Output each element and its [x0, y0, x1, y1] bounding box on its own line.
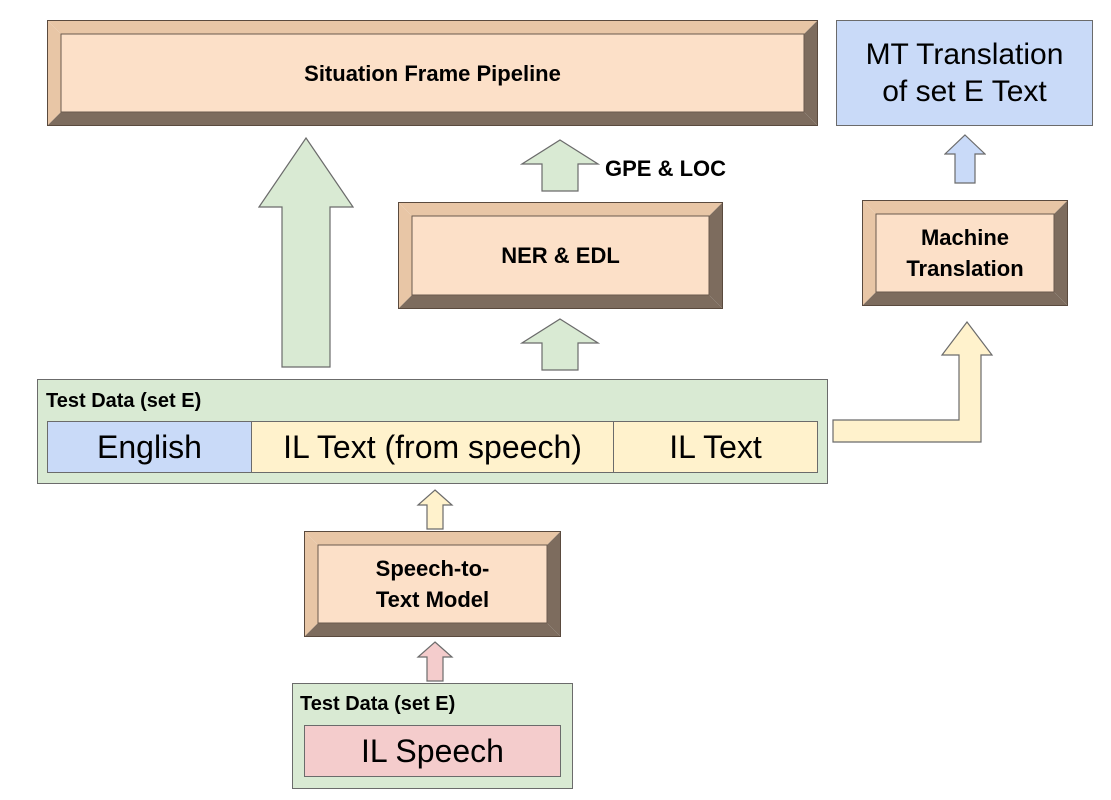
test-data-main-title: Test Data (set E): [46, 390, 202, 412]
up-arrow-to-ner-edl: [520, 318, 600, 371]
test-data-speech-title: Test Data (set E): [300, 693, 456, 715]
cell-english: English: [47, 421, 252, 473]
cell-il-speech: IL Speech: [304, 725, 561, 777]
bevel-frame: [304, 531, 561, 637]
cell-il-text: IL Text: [613, 421, 818, 473]
up-arrow-to-situation-frame: [258, 137, 354, 368]
bevel-frame: [47, 20, 818, 126]
ner-edl-box: NER & EDL: [398, 202, 723, 309]
cell-il-text-from-speech: IL Text (from speech): [251, 421, 614, 473]
machine-translation-label: Machine Translation: [906, 225, 1024, 281]
ner-edl-label: NER & EDL: [501, 243, 620, 268]
speech-to-text-box: Speech-to- Text Model: [304, 531, 561, 637]
bevel-frame: [862, 200, 1068, 306]
mt-translation-box: [836, 20, 1093, 126]
up-arrow-from-speech-to-text: [416, 489, 454, 530]
speech-to-text-label: Speech-to- Text Model: [375, 556, 490, 612]
gpe-loc-label: GPE & LOC: [605, 156, 727, 181]
bent-arrow-to-machine-translation: [832, 321, 994, 443]
mt-translation-label: MT Translation of set E Text: [865, 38, 1064, 108]
situation-frame-pipeline-box: Situation Frame Pipeline: [47, 20, 818, 126]
up-arrow-from-il-speech: [416, 641, 454, 682]
up-arrow-gpe-loc: [520, 139, 600, 192]
up-arrow-to-mt-translation: [944, 134, 986, 184]
machine-translation-box: Machine Translation: [862, 200, 1068, 306]
situation-frame-pipeline-label: Situation Frame Pipeline: [304, 60, 561, 86]
bevel-frame: [398, 202, 723, 309]
